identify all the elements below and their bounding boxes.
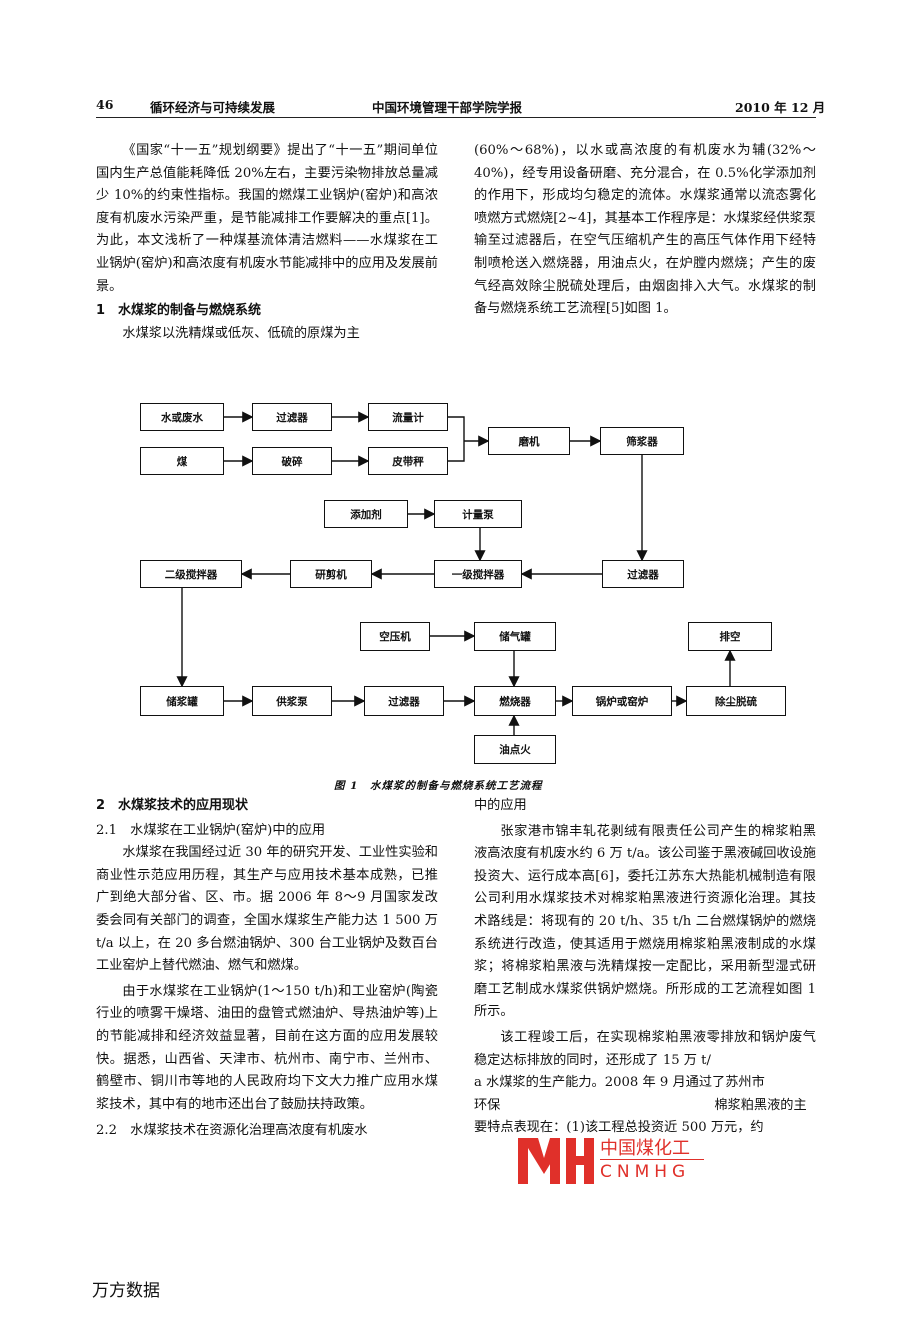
footer-source: 万方数据: [92, 1281, 160, 1301]
filter-box-1: 过滤器: [252, 403, 332, 431]
right-column-bottom: 中的应用 张家港市锦丰轧花剥绒有限责任公司产生的棉浆粕黑液高浓度有机废水约 6 …: [474, 795, 816, 1140]
journal-section: 循环经济与可持续发展: [150, 100, 276, 115]
paragraph-2-line-e: 要特点表现在：(1)该工程总投资近 500 万元，约: [474, 1120, 764, 1136]
right-column-top: (60%～68%)，以水或高浓度的有机废水为辅(32%～40%)，经专用设备研磨…: [474, 140, 816, 321]
figure-caption: 图 1 水煤浆的制备与燃烧系统工艺流程: [334, 780, 543, 792]
subsection-2-1-heading: 2.1 水煤浆在工业锅炉(窑炉)中的应用: [96, 822, 326, 838]
section-1-paragraph: 水煤浆以洗精煤或低灰、低硫的原煤为主: [122, 325, 360, 341]
subsection-2-1-paragraph-2: 由于水煤浆在工业锅炉(1～150 t/h)和工业窑炉(陶瓷行业的喷雾干燥塔、油田…: [96, 983, 438, 1112]
oil-ignition-box: 油点火: [474, 735, 556, 764]
mill-box: 磨机: [488, 427, 570, 455]
journal-title: 中国环境管理干部学院学报: [372, 100, 523, 115]
filter-box-3: 过滤器: [364, 686, 444, 716]
section-1-heading: 1 水煤浆的制备与燃烧系统: [96, 303, 262, 319]
subsection-2-2-paragraph-1: 张家港市锦丰轧花剥绒有限责任公司产生的棉浆粕黑液高浓度有机废水约 6 万 t/a…: [474, 823, 816, 1020]
supply-pump-box: 供浆泵: [252, 686, 332, 716]
header-rule: [96, 117, 816, 118]
issue-date: 2010 年 12 月: [735, 100, 826, 115]
left-column-bottom: 2 水煤浆技术的应用现状 2.1 水煤浆在工业锅炉(窑炉)中的应用 水煤浆在我国…: [96, 795, 438, 1143]
water-box: 水或废水: [140, 403, 224, 431]
watermark-cn-text: 中国煤化工: [600, 1138, 690, 1159]
watermark-mark-icon: [518, 1138, 594, 1184]
filter-box-2: 过滤器: [602, 560, 684, 588]
shear-box: 研剪机: [290, 560, 372, 588]
mixer-1-box: 一级搅拌器: [434, 560, 522, 588]
subsection-2-2-heading-continued: 中的应用: [474, 798, 527, 813]
compressor-box: 空压机: [360, 622, 430, 651]
slurry-tank-box: 储浆罐: [140, 686, 224, 716]
section-2-heading: 2 水煤浆技术的应用现状: [96, 798, 249, 813]
belt-scale-box: 皮带秤: [368, 447, 448, 475]
crush-box: 破碎: [252, 447, 332, 475]
burner-box: 燃烧器: [474, 686, 556, 716]
paragraph-2-line-c: 环保 棉浆粕黑液的主: [474, 1095, 816, 1118]
meter-pump-box: 计量泵: [434, 500, 522, 528]
process-paragraph: (60%～68%)，以水或高浓度的有机废水为辅(32%～40%)，经专用设备研磨…: [474, 143, 816, 317]
coal-box: 煤: [140, 447, 224, 475]
left-column-top: 《国家“十一五”规划纲要》提出了“十一五”期间单位国内生产总值能耗降低 20%左…: [96, 140, 438, 345]
paragraph-2-fragment-d: 棉浆粕黑液的主: [714, 1097, 807, 1113]
paragraph-2-line-b: a 水煤浆的生产能力。2008 年 9 月通过了苏州市: [474, 1075, 765, 1091]
boiler-box: 锅炉或窑炉: [572, 686, 672, 716]
watermark-rule: [600, 1159, 704, 1160]
flowchart-connectors: [176, 411, 736, 735]
subsection-2-1-paragraph-1: 水煤浆在我国经过近 30 年的研究开发、工业性实验和商业性示范应用历程，其生产与…: [96, 845, 438, 974]
gas-tank-box: 储气罐: [474, 622, 556, 651]
page-number: 46: [96, 97, 114, 112]
mixer-2-box: 二级搅拌器: [140, 560, 242, 588]
flowmeter-box: 流量计: [368, 403, 448, 431]
paragraph-2-fragment-c: 环保: [474, 1097, 501, 1113]
sieve-box: 筛浆器: [600, 427, 684, 455]
subsection-2-2-paragraph-2: 该工程竣工后，在实现棉浆粕黑液零排放和锅炉废气稳定达标排放的同时，还形成了 15…: [474, 1029, 816, 1068]
subsection-2-2-heading: 2.2 水煤浆技术在资源化治理高浓度有机废水: [96, 1123, 368, 1139]
additive-box: 添加剂: [324, 500, 408, 528]
watermark-logo: 中国煤化工 CNMHG: [516, 1136, 706, 1186]
figure-1-flowchart: 水或废水 过滤器 流量计 煤 破碎 皮带秤 磨机 筛浆器 添加剂 计量泵 二级搅…: [118, 392, 818, 772]
desulfurization-box: 除尘脱硫: [686, 686, 786, 716]
intro-paragraph: 《国家“十一五”规划纲要》提出了“十一五”期间单位国内生产总值能耗降低 20%左…: [96, 143, 438, 294]
exhaust-box: 排空: [688, 622, 772, 651]
watermark-en-text: CNMHG: [600, 1162, 691, 1182]
